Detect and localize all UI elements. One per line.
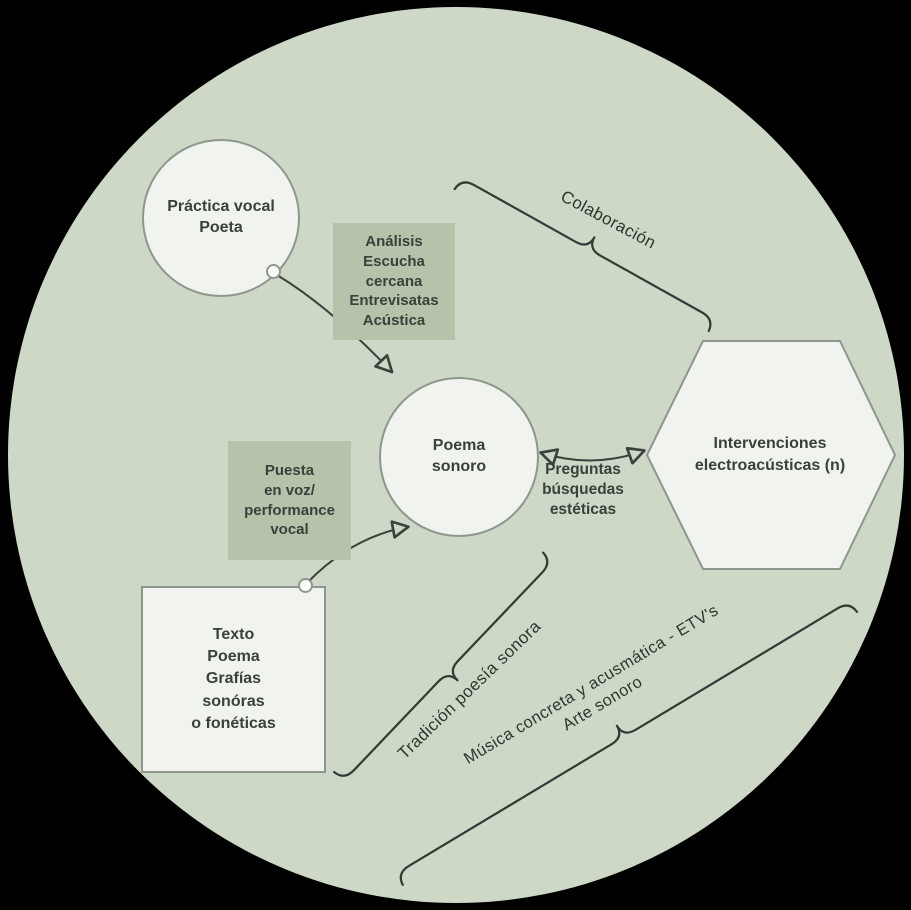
node-text-line: Puesta [264,461,315,479]
node-texto-poema: Texto Poema Grafías sonóras o fonéticas [141,586,326,773]
node-text-line: en voz/ [264,481,315,499]
node-text-line: Poeta [199,219,243,236]
node-text-line: performance [244,501,335,519]
node-text-line: cercana [365,272,423,290]
label-text-line: Preguntas [545,461,621,478]
connector-dot-texto [298,578,313,593]
label-text-line: estéticas [549,501,617,519]
node-text-line: Análisis [365,233,423,250]
node-text-line: Escucha [363,252,425,270]
node-intervenciones-text: Intervenciones electroacústicas (n) [655,433,885,476]
node-text-line: Intervenciones [713,435,827,452]
node-text-line: Poema [432,437,486,455]
arrow-practica-to-poema [276,274,394,374]
node-text-line: Grafías [205,670,262,688]
node-text-line: sonóras [202,692,265,710]
node-text-line: electroacústicas (n) [694,456,846,474]
node-puesta-en-voz-box: Puesta en voz/ performance vocal [228,441,351,560]
node-text-line: Poema [207,648,260,666]
node-text-line: sonoro [431,458,487,475]
node-poema-sonoro: Poema sonoro [379,377,539,537]
node-text-line: Texto [212,626,255,644]
arrow-poema-intervenciones-bidirectional [539,446,646,467]
brace-musica [399,604,859,886]
label-preguntas: Preguntas búsquedas estéticas [518,460,648,520]
hexagon-intervenciones-shape [645,340,897,570]
brace-tradicion [333,551,549,777]
node-text-line: Entrevisatas [349,292,439,310]
brace-colaboracion [453,181,712,333]
node-text-line: vocal [270,521,309,539]
node-text-line: Acústica [362,312,426,330]
node-text-line: Práctica vocal [167,198,275,216]
label-text-line: búsquedas [542,481,624,499]
connector-dot-practica [266,264,281,279]
node-text-line: o fonéticas [191,714,276,732]
arrow-texto-to-poema [307,520,410,583]
node-analisis-box: Análisis Escucha cercana Entrevisatas Ac… [333,223,455,340]
